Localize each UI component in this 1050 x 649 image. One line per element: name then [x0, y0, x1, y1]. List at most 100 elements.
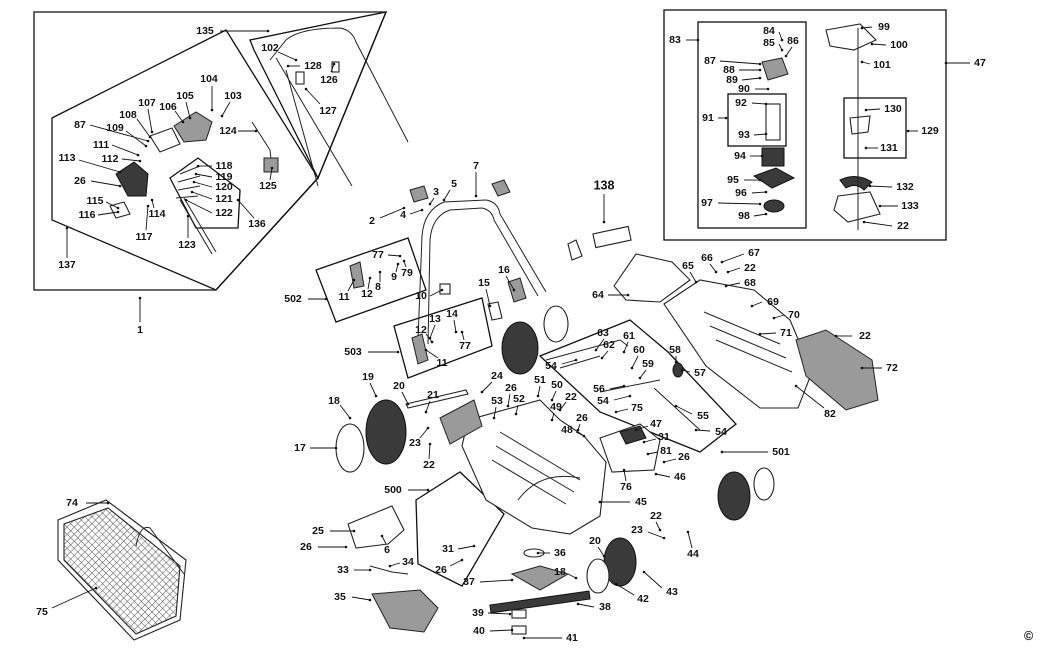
leader-line-c57	[681, 369, 691, 373]
leader-dot-c131	[864, 146, 868, 150]
leader-dot-c51	[536, 394, 540, 398]
leader-dot-c17	[334, 446, 338, 450]
leader-line-c31a	[643, 438, 657, 443]
switch-cover	[149, 127, 181, 153]
main-cover-ribs	[703, 311, 793, 373]
leader-line-c38	[577, 603, 595, 608]
leader-dot-c75b	[94, 586, 98, 590]
leader-dot-c112	[138, 159, 142, 163]
leader-line-c22c	[559, 401, 567, 411]
part-number-label: 112	[102, 153, 119, 165]
part-number-label: 115	[87, 195, 104, 207]
part-number-label: 88	[723, 64, 735, 76]
part-number-label: 22	[565, 391, 577, 403]
leader-dot-c22f	[862, 220, 866, 224]
leader-dot-c121	[190, 190, 194, 194]
leader-dot-c135	[266, 29, 270, 33]
leader-line-c76	[623, 469, 627, 482]
leader-dot-c117	[146, 204, 150, 208]
part-number-label: 47	[974, 57, 986, 69]
part-number-label: 52	[513, 393, 525, 405]
leader-dot-c108	[148, 135, 152, 139]
leader-dot-c26c	[576, 428, 580, 432]
leader-dot-c132	[868, 184, 872, 188]
leader-line-c9	[395, 263, 399, 273]
leader-line-c11b	[425, 349, 439, 359]
frame-kit-502	[315, 237, 427, 323]
leader-dot-c84	[780, 38, 784, 42]
cable-harness	[545, 339, 701, 431]
leader-line-c114	[151, 199, 155, 209]
part-number-label: 126	[320, 74, 338, 86]
frame-kit-500	[415, 471, 505, 587]
leader-dot-c118	[196, 164, 200, 168]
motor-assembly-parts	[752, 23, 881, 230]
handle-rod-inner	[183, 197, 217, 253]
part-number-label: 12	[415, 324, 427, 336]
part-number-label: 77	[372, 249, 384, 261]
leader-line-c54c	[695, 429, 711, 432]
leader-dot-c101	[860, 60, 864, 64]
part-number-label: 131	[880, 142, 898, 154]
leader-dot-c113	[118, 170, 122, 174]
frame-fan-assembly	[843, 97, 907, 159]
leader-dot-c63	[594, 348, 598, 352]
leader-dot-c96	[764, 190, 768, 194]
leader-line-c42	[615, 583, 635, 596]
rear-left-hubcap	[335, 423, 365, 473]
part-number-label: 503	[344, 346, 362, 358]
handle-grip	[331, 61, 340, 73]
leader-dot-c99	[860, 26, 864, 30]
part-number-label: 502	[284, 293, 302, 305]
part-number-label: 124	[219, 125, 237, 137]
leader-line-c87a	[89, 124, 149, 142]
leader-dot-c10	[440, 288, 444, 292]
part-number-label: 105	[176, 90, 194, 102]
leader-line-c26b	[507, 393, 511, 407]
leader-dot-c34	[388, 564, 392, 568]
leader-dot-c23b	[662, 536, 666, 540]
leader-dot-c6	[380, 534, 384, 538]
part-number-label: 109	[106, 122, 124, 134]
group-frames	[33, 9, 947, 587]
leader-dot-c18a	[348, 416, 352, 420]
leader-line-c115	[105, 201, 119, 209]
leader-line-c22d	[428, 443, 431, 460]
leader-line-c125	[269, 167, 273, 181]
part-number-label: 116	[79, 209, 96, 221]
grass-box-parts	[57, 499, 439, 641]
leader-dot-c21	[424, 410, 428, 414]
leader-dot-c79	[402, 259, 406, 263]
frame-rotor	[727, 93, 787, 147]
deck-ribs	[491, 431, 581, 505]
part-number-label: 113	[59, 152, 76, 164]
leader-line-c103	[221, 101, 231, 117]
leader-line-c68	[725, 282, 741, 287]
leader-line-c136	[237, 199, 255, 219]
part-number-label: 31	[442, 543, 454, 555]
part-number-label: 61	[623, 330, 635, 342]
part-number-label: 26	[505, 382, 517, 394]
part-number-label: 79	[401, 267, 413, 279]
leader-line-c93	[753, 133, 767, 136]
leader-line-c132	[869, 185, 893, 188]
part-number-label: 68	[744, 277, 756, 289]
leader-dot-c8	[378, 270, 382, 274]
leader-dot-c90	[766, 87, 770, 91]
leader-line-c31b	[457, 545, 475, 550]
switch-contacts	[175, 165, 201, 199]
part-number-label: 40	[473, 625, 485, 637]
leader-line-c37	[479, 579, 513, 583]
part-number-label: 96	[735, 187, 747, 199]
leader-dot-c69	[750, 304, 754, 308]
part-number-label: 62	[603, 339, 615, 351]
part-number-label: 22	[897, 220, 909, 232]
part-number-label: 120	[215, 181, 233, 193]
leader-dot-c26f	[344, 545, 348, 549]
leader-dot-c503	[396, 350, 400, 354]
leader-dot-c91	[724, 116, 728, 120]
leader-line-c86	[785, 46, 793, 57]
rotor	[765, 103, 781, 141]
leader-line-c126	[330, 63, 335, 73]
part-number-label: 36	[554, 547, 566, 559]
